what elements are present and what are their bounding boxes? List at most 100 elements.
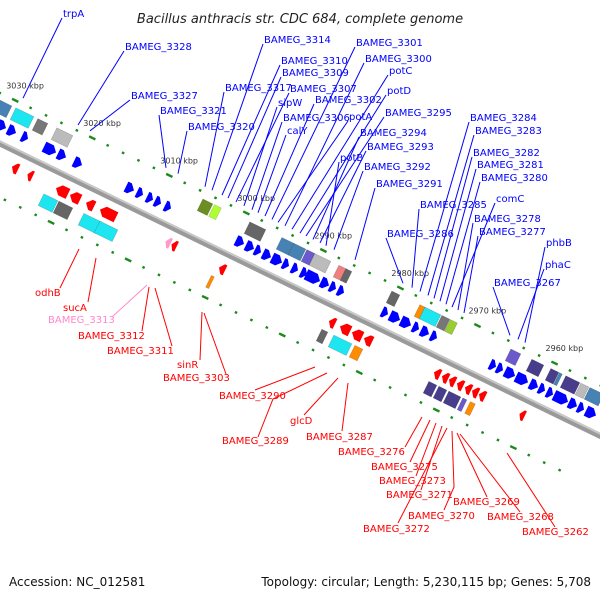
gene-label-reverse[interactable]: BAMEG_3275 xyxy=(371,462,438,473)
gene-label-reverse[interactable]: BAMEG_3287 xyxy=(306,432,373,443)
gene-label-forward[interactable]: phaC xyxy=(545,260,571,271)
gene-box xyxy=(9,107,35,129)
gene-label-forward[interactable]: BAMEG_3309 xyxy=(282,68,349,79)
gene-label-reverse[interactable]: sinR xyxy=(177,360,198,371)
leader-line xyxy=(221,64,281,196)
minor-tick xyxy=(373,378,377,382)
gene-label-forward[interactable]: BAMEG_3301 xyxy=(356,38,423,49)
major-tick xyxy=(278,332,286,338)
major-tick xyxy=(11,97,19,103)
gene-label-forward[interactable]: sipW xyxy=(278,98,302,109)
gene-label-forward[interactable]: BAMEG_3321 xyxy=(160,106,227,117)
gene-label-forward[interactable]: BAMEG_3284 xyxy=(470,113,537,124)
gene-label-forward[interactable]: calY xyxy=(287,126,308,137)
leader-line xyxy=(433,156,473,299)
gene-label-reverse[interactable]: sucA xyxy=(63,303,87,314)
gene-label-forward[interactable]: BAMEG_3285 xyxy=(420,200,487,211)
gene-label-reverse[interactable]: BAMEG_3269 xyxy=(453,497,520,508)
forward-gene-arrow xyxy=(233,235,245,247)
gene-label-reverse[interactable]: BAMEG_3273 xyxy=(379,476,446,487)
gene-label-forward[interactable]: BAMEG_3292 xyxy=(364,162,431,173)
gene-label-forward[interactable]: potB xyxy=(340,153,363,164)
minor-tick xyxy=(445,308,449,313)
minor-tick xyxy=(367,271,372,275)
gene-label-forward[interactable]: BAMEG_3310 xyxy=(281,56,348,67)
gene-label-forward[interactable]: BAMEG_3280 xyxy=(481,173,548,184)
gene-label-forward[interactable]: BAMEG_3302 xyxy=(315,95,382,106)
minor-tick xyxy=(342,363,346,367)
gene-label-forward[interactable]: BAMEG_3317 xyxy=(225,83,292,94)
gene-label-forward[interactable]: BAMEG_3286 xyxy=(387,229,454,240)
minor-tick xyxy=(583,376,588,380)
gene-label-forward[interactable]: BAMEG_3294 xyxy=(360,128,427,139)
minor-tick xyxy=(265,325,269,330)
gene-label-reverse[interactable]: BAMEG_3290 xyxy=(219,391,286,402)
gene-label-forward[interactable]: comC xyxy=(496,194,524,205)
gene-box xyxy=(442,390,462,409)
leader-line xyxy=(303,377,339,416)
gene-label-reverse[interactable]: BAMEG_3303 xyxy=(163,373,230,384)
leader-line xyxy=(271,46,356,220)
gene-label-forward[interactable]: BAMEG_3291 xyxy=(376,179,443,190)
forward-gene-arrow xyxy=(152,195,162,207)
gene-label-reverse[interactable]: BAMEG_3272 xyxy=(363,524,430,535)
forward-gene-arrow xyxy=(527,378,539,391)
major-tick xyxy=(165,172,173,179)
forward-gene-arrow xyxy=(327,280,337,293)
leader-line xyxy=(354,187,376,261)
gene-label-reverse[interactable]: BAMEG_3262 xyxy=(522,527,589,538)
kbp-label: 3010 kbp xyxy=(160,156,198,165)
gene-label-forward[interactable]: BAMEG_3300 xyxy=(365,54,432,65)
backbone-line xyxy=(0,114,600,471)
gene-label-forward[interactable]: BAMEG_3283 xyxy=(475,126,542,137)
minor-tick xyxy=(152,166,156,170)
minor-tick xyxy=(59,121,64,125)
gene-label-forward[interactable]: phbB xyxy=(546,238,572,249)
gene-label-forward[interactable]: trpA xyxy=(63,9,84,20)
gene-label-reverse[interactable]: BAMEG_3289 xyxy=(222,436,289,447)
forward-gene-arrow xyxy=(55,148,66,161)
gene-label-reverse[interactable]: BAMEG_3311 xyxy=(107,346,174,357)
gene-label-forward[interactable]: BAMEG_3314 xyxy=(264,35,331,46)
leader-line xyxy=(385,237,404,284)
gene-box xyxy=(504,348,522,366)
leader-line xyxy=(211,43,264,191)
gene-label-reverse[interactable]: odhB xyxy=(35,288,61,299)
gene-label-forward[interactable]: BAMEG_3277 xyxy=(479,227,546,238)
gene-box xyxy=(422,381,438,398)
gene-label-forward[interactable]: BAMEG_3320 xyxy=(188,122,255,133)
gene-label-forward[interactable]: potC xyxy=(389,66,412,77)
leader-line xyxy=(451,202,496,308)
gene-label-reverse[interactable]: BAMEG_3312 xyxy=(78,331,145,342)
gene-box xyxy=(339,268,353,284)
gene-label-reverse[interactable]: BAMEG_3270 xyxy=(408,511,475,522)
gene-features xyxy=(0,96,600,422)
gene-label-reverse[interactable]: BAMEG_3271 xyxy=(386,490,453,501)
forward-gene-arrow xyxy=(269,252,283,266)
gene-label-forward[interactable]: BAMEG_3278 xyxy=(474,214,541,225)
gene-box xyxy=(444,319,458,335)
gene-label-reverse[interactable]: BAMEG_3276 xyxy=(338,447,405,458)
gene-label-forward[interactable]: BAMEG_3281 xyxy=(477,160,544,171)
gene-label-forward[interactable]: potD xyxy=(387,86,411,97)
gene-label-forward[interactable]: BAMEG_3295 xyxy=(385,108,452,119)
gene-label-forward[interactable]: BAMEG_3293 xyxy=(367,142,434,153)
minor-tick xyxy=(429,301,433,305)
minor-tick xyxy=(337,256,341,260)
gene-box xyxy=(308,253,332,274)
gene-label-reverse[interactable]: BAMEG_3313 xyxy=(48,315,115,326)
gene-label-forward[interactable]: potA xyxy=(349,112,372,123)
gene-label-forward[interactable]: BAMEG_3307 xyxy=(290,84,357,95)
gene-label-forward[interactable]: BAMEG_3267 xyxy=(494,278,561,289)
minor-tick xyxy=(542,460,546,465)
minor-tick xyxy=(34,213,38,217)
gene-label-reverse[interactable]: BAMEG_3268 xyxy=(487,512,554,523)
gene-label-forward[interactable]: BAMEG_3306 xyxy=(283,113,350,124)
leader-line xyxy=(264,103,315,217)
gene-label-forward[interactable]: BAMEG_3282 xyxy=(473,148,540,159)
gene-label-forward[interactable]: BAMEG_3327 xyxy=(131,91,198,102)
leader-line xyxy=(443,430,455,511)
gene-label-forward[interactable]: BAMEG_3328 xyxy=(125,42,192,53)
gene-label-reverse[interactable]: glcD xyxy=(290,416,313,427)
